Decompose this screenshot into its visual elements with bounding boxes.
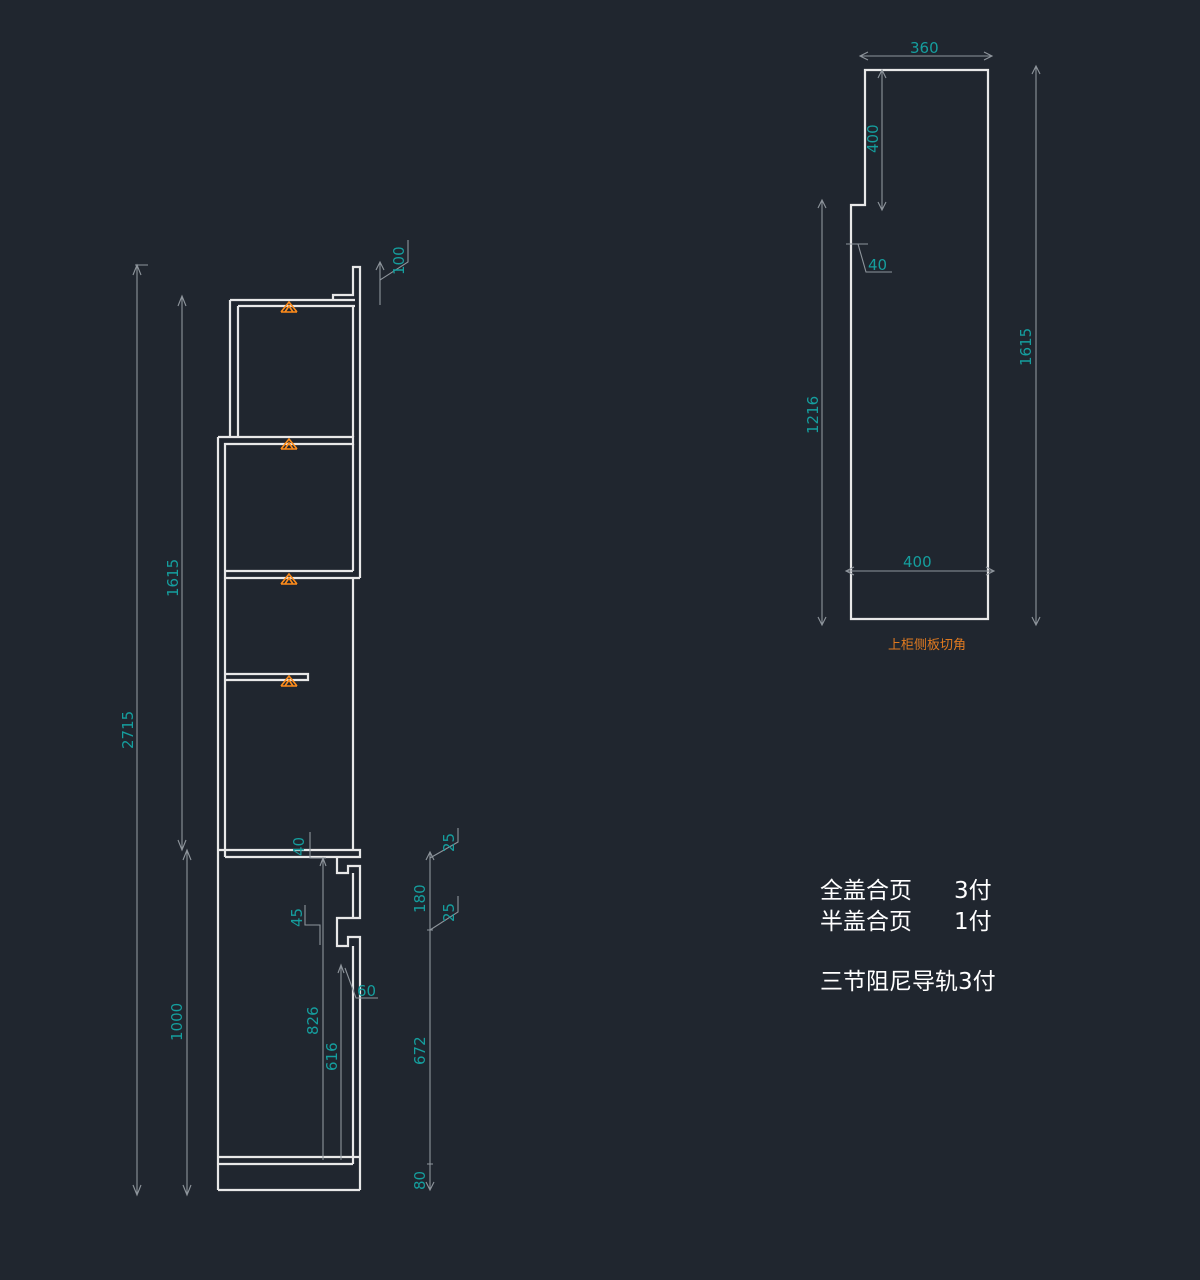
dim-right-25b: 25: [440, 903, 458, 922]
side-panel-outline: [849, 68, 990, 621]
plinth: [218, 1155, 360, 1192]
dim-right-672: 672: [411, 1036, 429, 1065]
dim-lower-height-right: 1216: [804, 396, 822, 434]
dim-line-total: [132, 263, 148, 1197]
dim-gap-a: 40: [290, 837, 308, 856]
dim-line-upper: [177, 294, 187, 852]
dim-right-180: 180: [411, 884, 429, 913]
dim-line-bottom-width: [844, 566, 996, 576]
dim-inner-616: 616: [323, 1042, 341, 1071]
shelf-3: [225, 672, 310, 682]
dim-bottom-width: 400: [903, 553, 932, 571]
dim-line-notch-depth: [846, 243, 892, 273]
dim-total-height: 2715: [119, 711, 137, 749]
cabinet-section-view: [132, 240, 459, 1197]
upper-cabinet-outline: [228, 298, 355, 437]
dim-line-60: [344, 967, 378, 999]
dim-right-25a: 25: [440, 833, 458, 852]
counter-board: [218, 848, 362, 859]
note-row-2-name: 半盖合页: [820, 909, 912, 935]
hinge-icon: [280, 572, 298, 585]
dim-line-top-width: [858, 51, 994, 61]
dim-upper-height: 1615: [164, 559, 182, 597]
dim-line-total-right: [1031, 64, 1041, 627]
dim-line-right: [425, 828, 459, 1192]
note-row-2-qty: 1付: [954, 909, 992, 935]
dim-gap-c: 60: [357, 982, 376, 1000]
side-panel-caption: 上柜侧板切角: [888, 638, 966, 653]
hinge-icon: [280, 437, 298, 450]
dim-line-lower: [182, 848, 192, 1197]
dim-line-616: [304, 905, 345, 1160]
dim-plinth: 80: [411, 1171, 429, 1190]
side-panel-view: [817, 51, 1041, 627]
note-row-3: 三节阻尼导轨3付: [820, 969, 996, 995]
hinge-icon: [280, 300, 298, 313]
dim-notch-height: 400: [864, 124, 882, 153]
dim-top-width: 360: [910, 39, 939, 57]
dim-gap-b: 45: [288, 908, 306, 927]
top-rail: [331, 265, 362, 578]
lower-door-profile: [335, 857, 362, 1190]
dim-total-height-right: 1615: [1017, 328, 1035, 366]
note-row-1-qty: 3付: [954, 878, 992, 904]
shelf-1: [216, 435, 355, 1190]
hardware-notes: 全盖合页 3付 半盖合页 1付 三节阻尼导轨3付: [820, 878, 996, 995]
dim-top-lip: 100: [390, 246, 408, 275]
dim-line-notch: [877, 68, 887, 212]
dim-line-lower: [817, 198, 827, 627]
shelf-2: [225, 444, 360, 580]
dim-line-826: [309, 832, 327, 1160]
dim-inner-826: 826: [304, 1006, 322, 1035]
dim-lower-height: 1000: [168, 1003, 186, 1041]
note-row-1-name: 全盖合页: [820, 878, 912, 904]
dim-line-top: [375, 240, 409, 305]
dim-notch-depth: 40: [868, 256, 887, 274]
hinge-icon: [280, 674, 298, 687]
